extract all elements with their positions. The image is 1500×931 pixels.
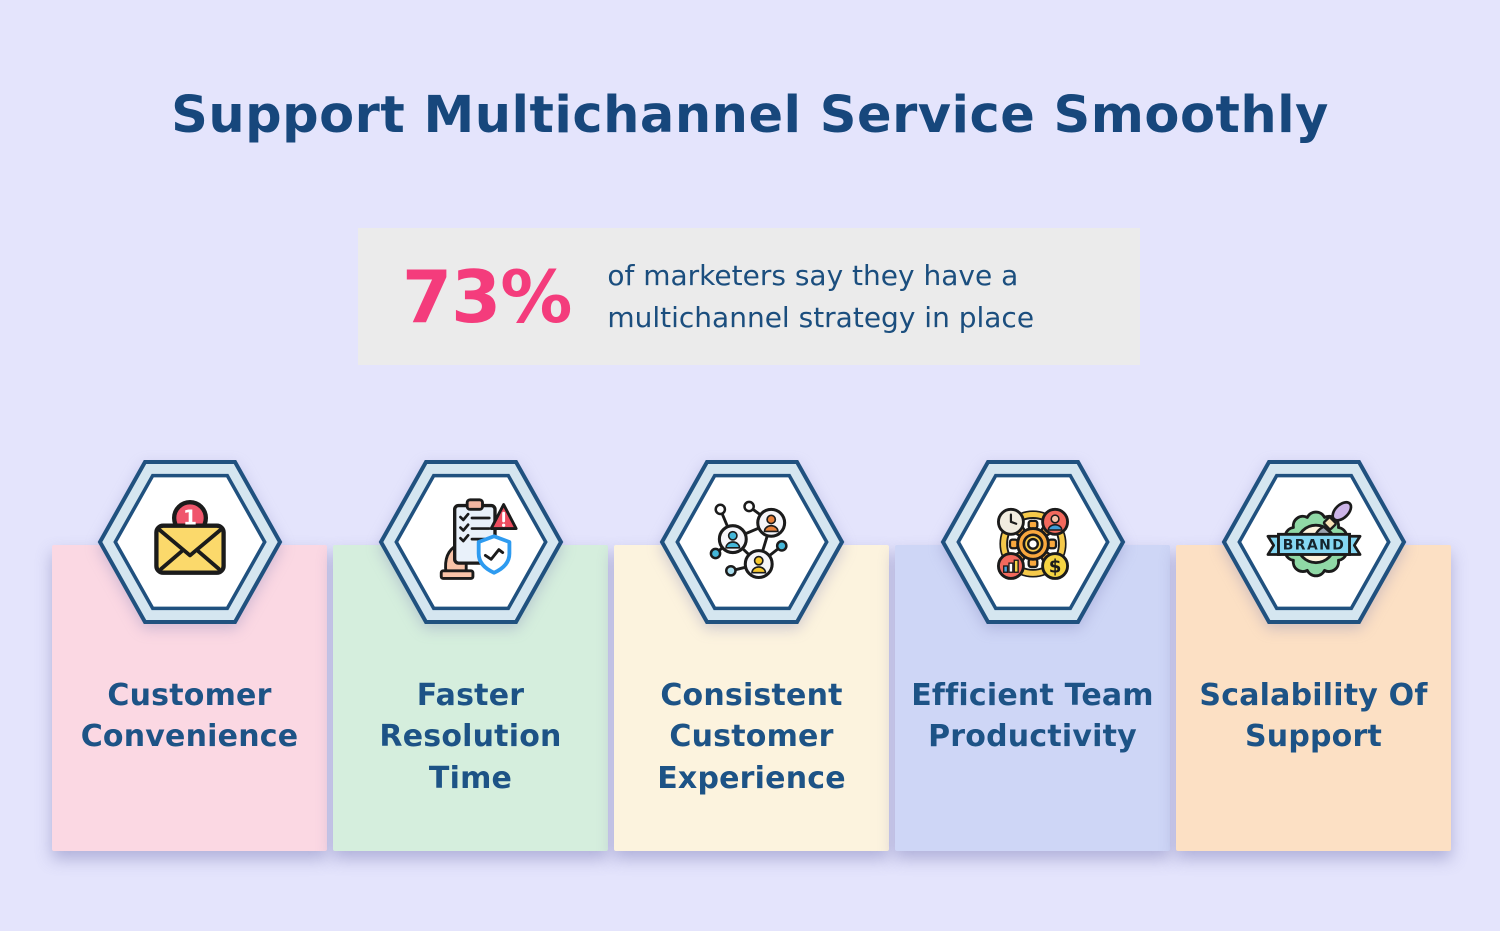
card-label: Faster Resolution Time	[333, 675, 608, 799]
card-label-line: Time	[428, 760, 513, 796]
stat-description: of marketers say they have a multichanne…	[607, 255, 1034, 338]
card-efficient-team-productivity: $ Efficient Team Productivity	[895, 460, 1170, 851]
person-node-orange	[755, 507, 786, 538]
card-label: Efficient Team Productivity	[895, 675, 1170, 758]
stat-description-line: multichannel strategy in place	[607, 300, 1035, 334]
dollar-node: $	[1040, 552, 1069, 580]
card-label-line: Experience	[657, 760, 846, 796]
card-consistent-customer-experience: Consistent Customer Experience	[614, 460, 889, 851]
card-label-line: Convenience	[80, 719, 299, 755]
card-label-line: Resolution	[379, 719, 562, 755]
card-label-line: Scalability Of	[1199, 678, 1428, 713]
stat-description-line: of marketers say they have a	[607, 259, 1019, 293]
card-label: Customer Convenience	[52, 675, 327, 758]
stat-value: 73%	[402, 254, 572, 339]
clock-node	[996, 507, 1025, 536]
card-label: Scalability Of Support	[1176, 675, 1451, 758]
hexagon-badge	[378, 458, 564, 626]
card-label-line: Consistent	[660, 678, 843, 713]
card-label-line: Efficient Team	[911, 678, 1154, 713]
hexagon-badge: 1	[97, 458, 283, 626]
notification-count: 1	[182, 506, 196, 530]
card-faster-resolution-time: Faster Resolution Time	[333, 460, 608, 851]
card-label-line: Faster	[416, 678, 525, 713]
bar-chart-node	[996, 552, 1025, 580]
stat-callout-box: 73% of marketers say they have a multich…	[358, 228, 1140, 365]
page-title: Support Multichannel Service Smoothly	[171, 86, 1329, 145]
brand-ribbon: BRAND	[1266, 532, 1361, 556]
envelope-notification-icon: 1	[153, 500, 226, 575]
card-label-line: Productivity	[928, 719, 1137, 755]
brand-badge-icon: BRAND	[1266, 500, 1361, 578]
people-network-icon	[709, 500, 788, 580]
person-node-blue	[717, 524, 748, 555]
hexagon-badge: BRAND	[1221, 458, 1407, 626]
hexagon-badge	[659, 458, 845, 626]
dollar-sign: $	[1048, 557, 1061, 578]
person-node-yellow	[743, 549, 774, 580]
card-label-line: Customer	[107, 678, 272, 713]
card-label-line: Support	[1244, 719, 1383, 755]
warning-exclamation	[501, 511, 505, 527]
hexagon-badge: $	[940, 458, 1126, 626]
brand-ribbon-text: BRAND	[1282, 538, 1344, 554]
gear-workflow-icon: $	[996, 507, 1069, 580]
card-label: Consistent Customer Experience	[614, 675, 889, 799]
benefit-cards-row: 1 Customer Convenience	[52, 460, 1451, 851]
card-label-line: Customer	[669, 719, 834, 755]
person-node	[1040, 507, 1069, 536]
card-customer-convenience: 1 Customer Convenience	[52, 460, 327, 851]
card-scalability-of-support: BRAND Scalability Of Support	[1176, 460, 1451, 851]
checklist-shield-icon	[439, 498, 518, 580]
